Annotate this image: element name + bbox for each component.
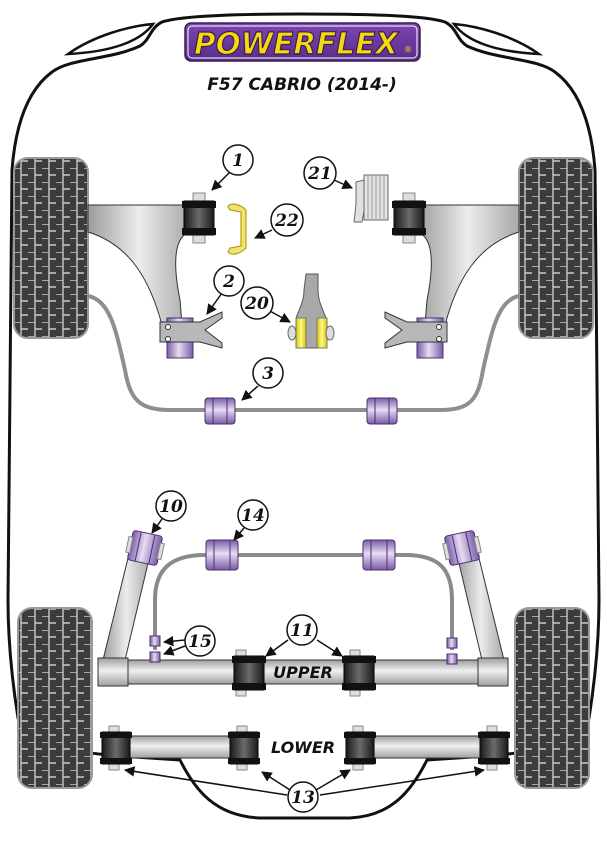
bush-10-rear-trailing-arm-right[interactable] — [441, 530, 482, 567]
bush-13-lower-link-3[interactable] — [344, 725, 376, 771]
front-anti-roll-bar — [87, 294, 520, 412]
bush-15-drop-link-right[interactable] — [446, 637, 458, 665]
svg-text:13: 13 — [291, 788, 315, 808]
svg-text:1: 1 — [232, 151, 244, 171]
bush-2-front-wishbone-rear-right[interactable] — [384, 311, 448, 359]
svg-text:15: 15 — [188, 632, 212, 652]
callout-3[interactable]: 3 — [241, 357, 284, 401]
rear-right-tyre — [514, 607, 590, 789]
front-right-tyre — [518, 157, 594, 339]
vehicle-model-title: F57 CABRIO (2014-) — [207, 75, 396, 95]
svg-text:11: 11 — [290, 621, 314, 641]
svg-text:14: 14 — [241, 506, 265, 526]
registered-mark: ® — [404, 45, 412, 54]
svg-text:2: 2 — [222, 272, 235, 292]
car-body-outline — [6, 12, 601, 820]
svg-text:22: 22 — [274, 211, 299, 231]
bush-21-engine-mount-bracket[interactable] — [353, 174, 389, 223]
bush-20-engine-mount[interactable] — [287, 273, 335, 349]
powerflex-logo: POWERFLEX ® — [184, 22, 421, 63]
callout-21[interactable]: 21 — [303, 156, 353, 190]
callout-11[interactable]: 11 — [265, 614, 343, 657]
bush-1-front-wishbone-front-right[interactable] — [392, 192, 426, 244]
upper-label: UPPER — [273, 663, 333, 682]
bush-13-lower-link-2[interactable] — [228, 725, 260, 771]
bush-1-front-wishbone-front[interactable] — [182, 192, 216, 244]
bush-3-front-anti-roll-bar-right[interactable] — [366, 397, 398, 425]
svg-text:3: 3 — [262, 364, 274, 384]
rear-anti-roll-bar — [153, 553, 454, 650]
rear-right-trailing-arm — [456, 549, 505, 661]
rear-lower-link-left — [117, 735, 237, 759]
callout-20[interactable]: 20 — [240, 286, 291, 323]
bush-15-drop-link-left[interactable] — [149, 635, 161, 663]
bush-22-bracket[interactable] — [227, 203, 247, 255]
brand-logo-text: POWERFLEX — [194, 27, 400, 62]
bush-2-front-wishbone-rear[interactable] — [159, 311, 223, 359]
rear-left-trailing-arm — [102, 549, 151, 661]
svg-text:21: 21 — [307, 164, 332, 184]
callout-13[interactable]: 13 — [123, 766, 486, 813]
right-mirror — [451, 22, 544, 56]
callout-1[interactable]: 1 — [211, 144, 254, 191]
left-mirror — [63, 22, 156, 56]
callout-15[interactable]: 15 — [162, 625, 216, 657]
svg-text:20: 20 — [244, 294, 269, 314]
bush-3-front-anti-roll-bar-left[interactable] — [204, 397, 236, 425]
front-left-tyre — [13, 157, 89, 339]
rear-upper-link — [97, 657, 509, 687]
bush-11-upper-link-right[interactable] — [342, 649, 376, 697]
lower-label: LOWER — [271, 738, 335, 757]
callout-10[interactable]: 10 — [151, 490, 187, 534]
rear-lower-link-right — [369, 735, 489, 759]
callout-22[interactable]: 22 — [254, 203, 304, 239]
bush-13-lower-link-4[interactable] — [478, 725, 510, 771]
callout-2[interactable]: 2 — [206, 265, 245, 315]
rear-left-tyre — [17, 607, 93, 789]
bush-10-rear-trailing-arm-left[interactable] — [124, 530, 165, 567]
bush-14-rear-anti-roll-bar-right[interactable] — [362, 539, 396, 571]
bush-13-lower-link-1[interactable] — [100, 725, 132, 771]
bush-14-rear-anti-roll-bar-left[interactable] — [205, 539, 239, 571]
callout-14[interactable]: 14 — [233, 499, 269, 541]
svg-text:10: 10 — [159, 497, 183, 517]
bush-11-upper-link-left[interactable] — [232, 649, 266, 697]
